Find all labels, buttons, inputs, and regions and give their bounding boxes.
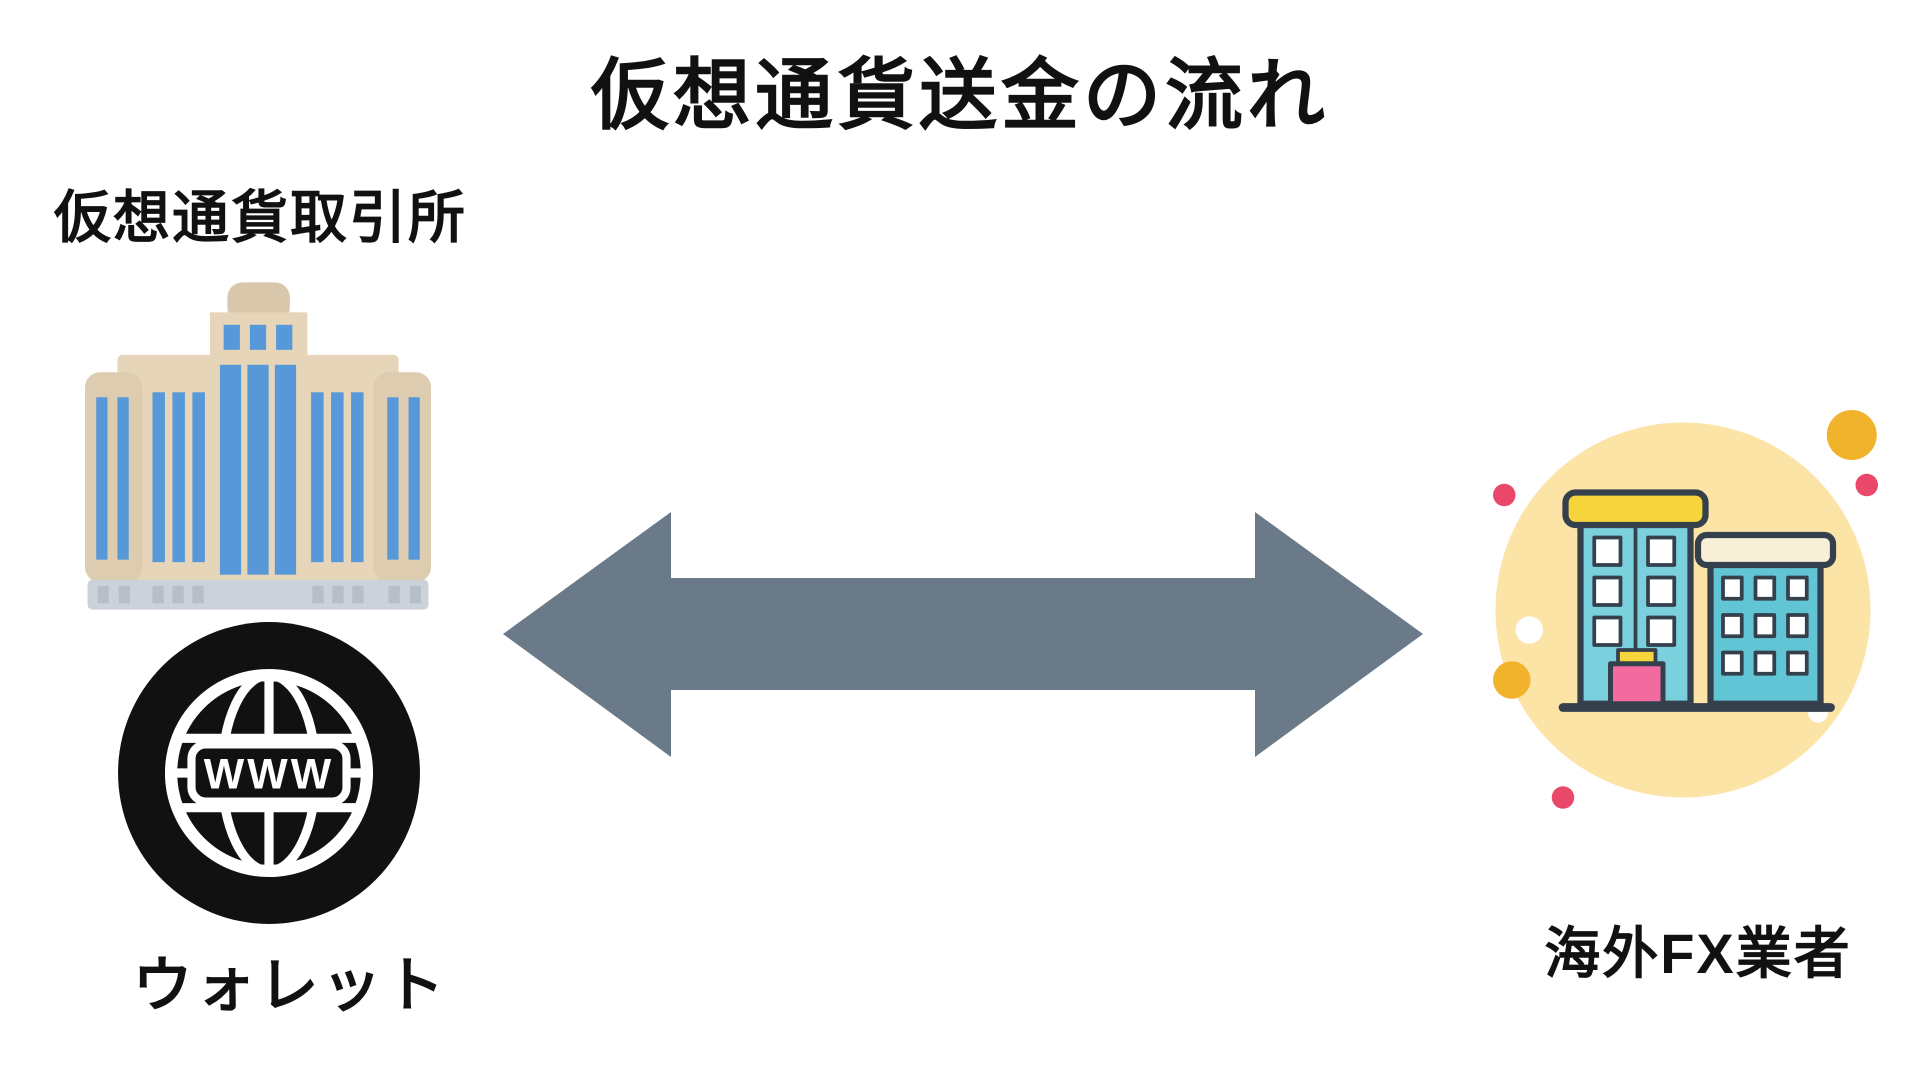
broker-back-building [1694, 531, 1837, 707]
transfer-arrow [503, 512, 1423, 757]
decor-dot-yellow [1493, 661, 1531, 699]
www-band [187, 740, 351, 806]
bank-building-icon [84, 282, 432, 610]
decor-dot-red [1551, 786, 1575, 809]
decor-dot-red [1855, 473, 1878, 497]
building-left-wing [84, 372, 143, 583]
broker-door [1608, 661, 1666, 707]
www-globe-icon: WWW [118, 622, 420, 924]
decor-dot-red [1493, 483, 1516, 507]
building-base [87, 579, 429, 610]
broker-front-building [1562, 489, 1709, 707]
building-right-wing [373, 372, 432, 583]
www-text: WWW [204, 750, 334, 798]
broker-label: 海外FX業者 [1544, 922, 1852, 985]
exchange-label: 仮想通貨取引所 [54, 186, 467, 250]
decor-dot-white [1515, 616, 1543, 644]
decor-dot-yellow [1826, 410, 1877, 460]
wallet-label: ウォレット [132, 952, 448, 1019]
diagram-title: 仮想通貨送金の流れ [590, 51, 1330, 139]
double-arrow-shape [503, 512, 1423, 757]
fx-broker-buildings-icon [1493, 410, 1878, 809]
